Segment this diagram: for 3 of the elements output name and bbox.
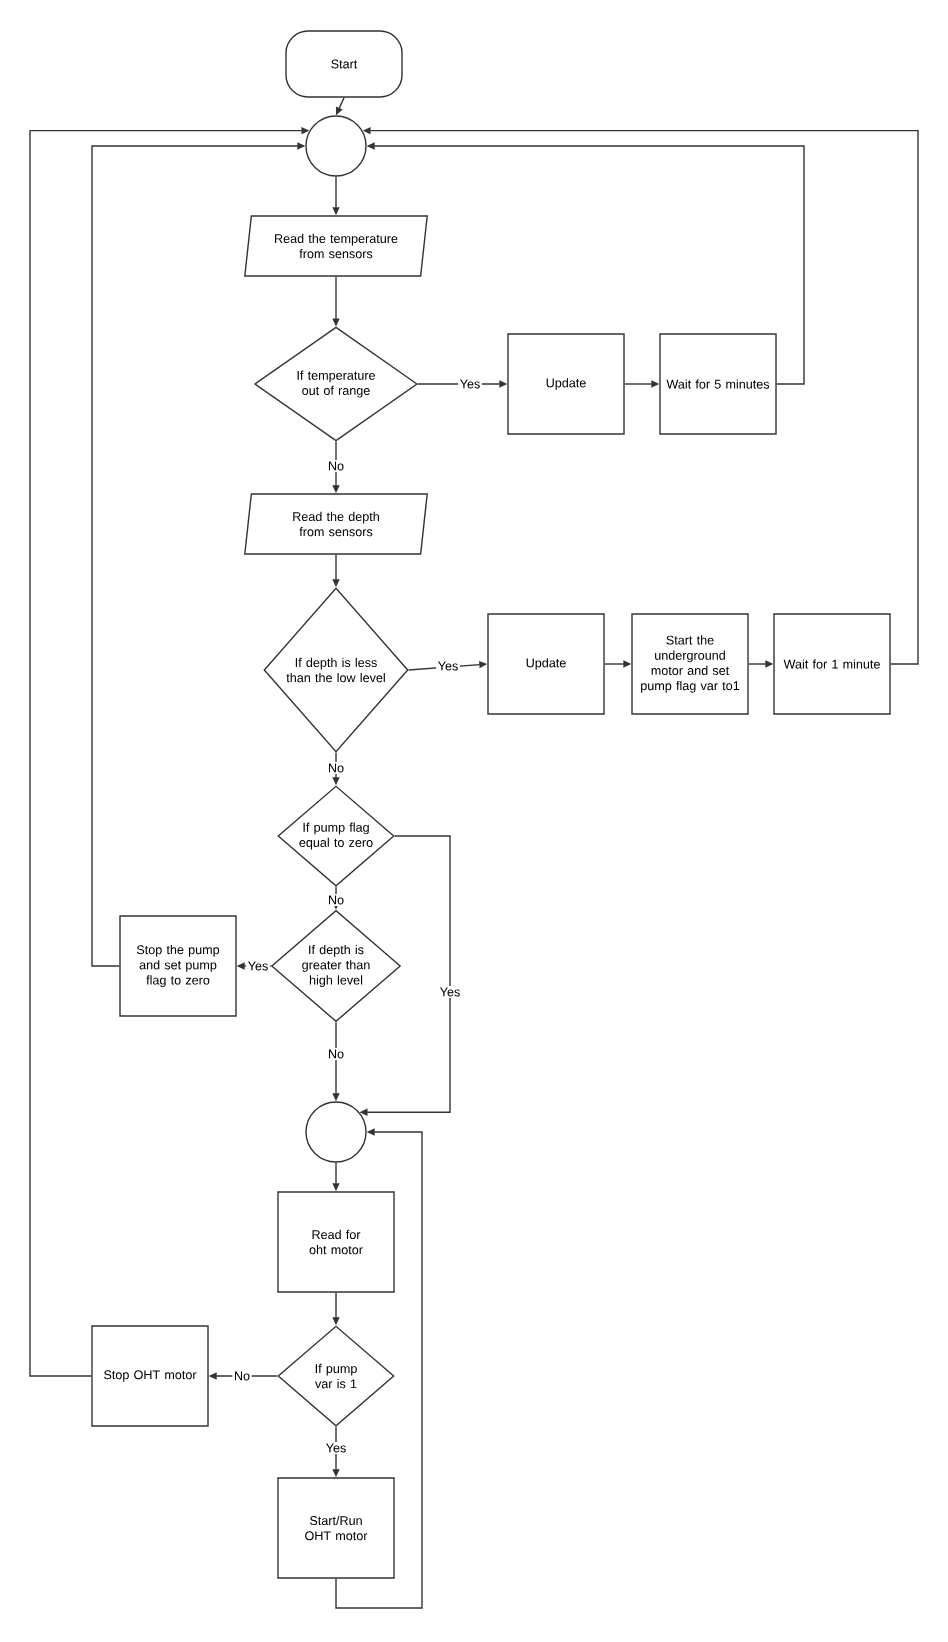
connector-circle <box>305 115 367 177</box>
arrow <box>335 1128 423 1609</box>
connector-circle <box>305 1101 367 1163</box>
